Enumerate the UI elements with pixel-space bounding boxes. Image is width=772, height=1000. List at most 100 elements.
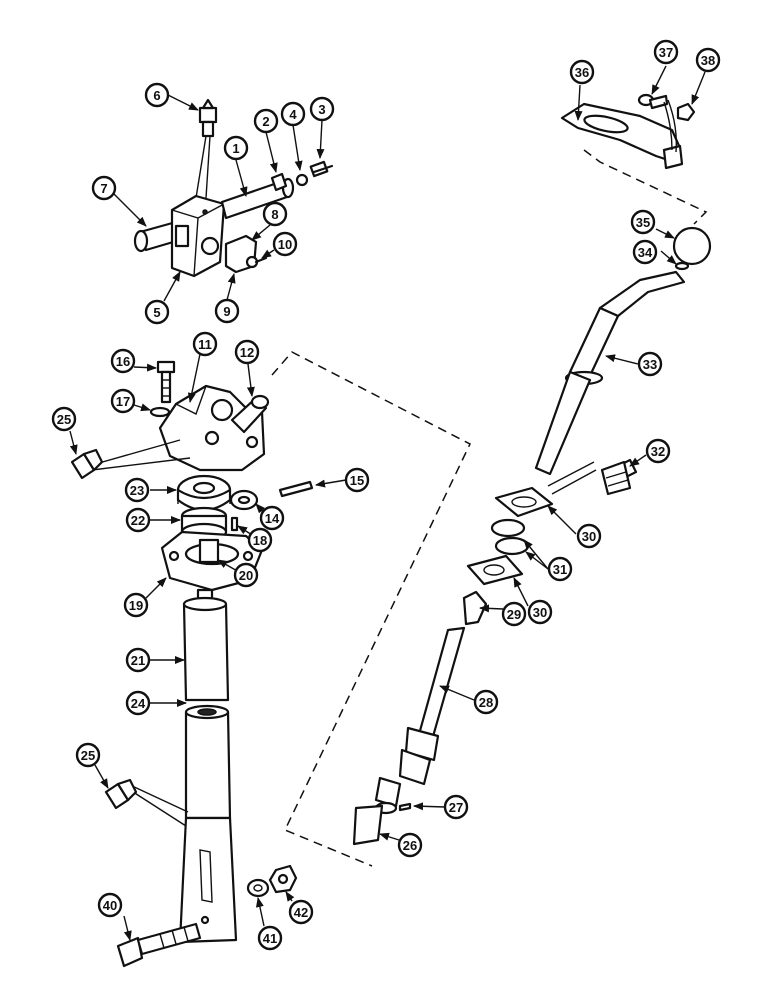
callout-31: 31 bbox=[547, 556, 573, 582]
callout-26: 26 bbox=[397, 832, 423, 858]
svg-text:25: 25 bbox=[57, 412, 71, 427]
nut-38 bbox=[676, 102, 696, 122]
svg-text:11: 11 bbox=[198, 337, 212, 352]
svg-text:31: 31 bbox=[553, 562, 567, 577]
callout-17: 17 bbox=[110, 388, 136, 414]
bolt-3 bbox=[309, 160, 334, 178]
svg-text:34: 34 bbox=[638, 245, 653, 260]
callout-37: 37 bbox=[653, 39, 679, 65]
svg-text:26: 26 bbox=[403, 838, 417, 853]
plate-30-top bbox=[494, 486, 554, 518]
bolt-32 bbox=[600, 458, 638, 496]
plate-2 bbox=[270, 172, 288, 192]
callout-33: 33 bbox=[637, 351, 663, 377]
svg-text:10: 10 bbox=[278, 237, 292, 252]
svg-text:2: 2 bbox=[262, 114, 269, 129]
callout-6: 6 bbox=[144, 82, 170, 108]
callout-20: 20 bbox=[233, 562, 259, 588]
svg-text:37: 37 bbox=[659, 45, 673, 60]
gear-23 bbox=[176, 474, 232, 512]
svg-text:1: 1 bbox=[232, 141, 239, 156]
svg-text:3: 3 bbox=[318, 102, 325, 117]
svg-text:40: 40 bbox=[103, 898, 117, 913]
callout-25-top: 25 bbox=[51, 406, 77, 432]
svg-text:27: 27 bbox=[449, 800, 463, 815]
svg-text:33: 33 bbox=[643, 357, 657, 372]
callout-8: 8 bbox=[262, 201, 288, 227]
callout-7: 7 bbox=[91, 175, 117, 201]
bracket-36 bbox=[560, 102, 684, 170]
shaft-21 bbox=[182, 588, 230, 702]
shaft-28 bbox=[398, 626, 466, 786]
callout-2: 2 bbox=[253, 108, 279, 134]
svg-text:29: 29 bbox=[507, 607, 521, 622]
svg-text:36: 36 bbox=[575, 65, 589, 80]
callout-30-top: 30 bbox=[576, 523, 602, 549]
pin-27 bbox=[398, 802, 412, 812]
callout-38: 38 bbox=[695, 47, 721, 73]
svg-text:30: 30 bbox=[533, 605, 547, 620]
svg-text:32: 32 bbox=[651, 444, 665, 459]
bolt-10 bbox=[245, 255, 268, 269]
callout-41: 41 bbox=[257, 925, 283, 951]
svg-text:19: 19 bbox=[129, 598, 143, 613]
washer-4 bbox=[295, 173, 309, 187]
shaft-24 bbox=[178, 704, 238, 944]
callout-18: 18 bbox=[247, 527, 273, 553]
callout-15: 15 bbox=[344, 467, 370, 493]
pin-15 bbox=[278, 480, 314, 498]
callout-40: 40 bbox=[97, 892, 123, 918]
callout-24: 24 bbox=[125, 690, 151, 716]
callout-34: 34 bbox=[632, 239, 658, 265]
bolt-37 bbox=[637, 93, 669, 110]
callout-32: 32 bbox=[645, 438, 671, 464]
svg-text:5: 5 bbox=[153, 305, 160, 320]
seal-31 bbox=[490, 518, 530, 556]
nut-42 bbox=[268, 864, 298, 894]
svg-text:20: 20 bbox=[239, 568, 253, 583]
callout-19: 19 bbox=[123, 592, 149, 618]
bolt-16 bbox=[156, 360, 176, 404]
svg-text:17: 17 bbox=[116, 394, 130, 409]
callout-28: 28 bbox=[473, 689, 499, 715]
callout-27: 27 bbox=[443, 794, 469, 820]
callout-16: 16 bbox=[110, 348, 136, 374]
callout-1: 1 bbox=[223, 135, 249, 161]
svg-text:8: 8 bbox=[271, 207, 278, 222]
grease-fitting-25-top bbox=[70, 448, 104, 480]
svg-text:9: 9 bbox=[223, 304, 230, 319]
svg-text:23: 23 bbox=[130, 483, 144, 498]
svg-text:16: 16 bbox=[116, 354, 130, 369]
callout-5: 5 bbox=[144, 299, 170, 325]
key-18 bbox=[230, 516, 239, 532]
callout-12: 12 bbox=[234, 339, 260, 365]
callout-14: 14 bbox=[259, 505, 285, 531]
svg-text:25: 25 bbox=[81, 748, 95, 763]
callout-21: 21 bbox=[125, 647, 151, 673]
svg-text:30: 30 bbox=[582, 529, 596, 544]
svg-text:12: 12 bbox=[240, 345, 254, 360]
grease-fitting-25-bottom bbox=[104, 778, 138, 810]
callout-9: 9 bbox=[214, 298, 240, 324]
svg-text:35: 35 bbox=[636, 215, 650, 230]
svg-text:28: 28 bbox=[479, 695, 493, 710]
gear-14 bbox=[229, 489, 259, 511]
svg-text:18: 18 bbox=[253, 533, 267, 548]
svg-text:41: 41 bbox=[263, 931, 277, 946]
callout-23: 23 bbox=[124, 477, 150, 503]
svg-text:42: 42 bbox=[294, 905, 308, 920]
washer-17 bbox=[149, 406, 171, 418]
callout-36: 36 bbox=[569, 59, 595, 85]
block-29 bbox=[462, 590, 488, 626]
svg-text:24: 24 bbox=[131, 696, 146, 711]
knob-35 bbox=[672, 226, 712, 266]
svg-text:14: 14 bbox=[265, 511, 280, 526]
callout-30-bottom: 30 bbox=[527, 599, 553, 625]
callout-29: 29 bbox=[501, 601, 527, 627]
callout-4: 4 bbox=[280, 101, 306, 127]
svg-text:38: 38 bbox=[701, 53, 715, 68]
washer-34 bbox=[674, 261, 690, 271]
svg-text:22: 22 bbox=[131, 513, 145, 528]
callout-25-bottom: 25 bbox=[75, 742, 101, 768]
